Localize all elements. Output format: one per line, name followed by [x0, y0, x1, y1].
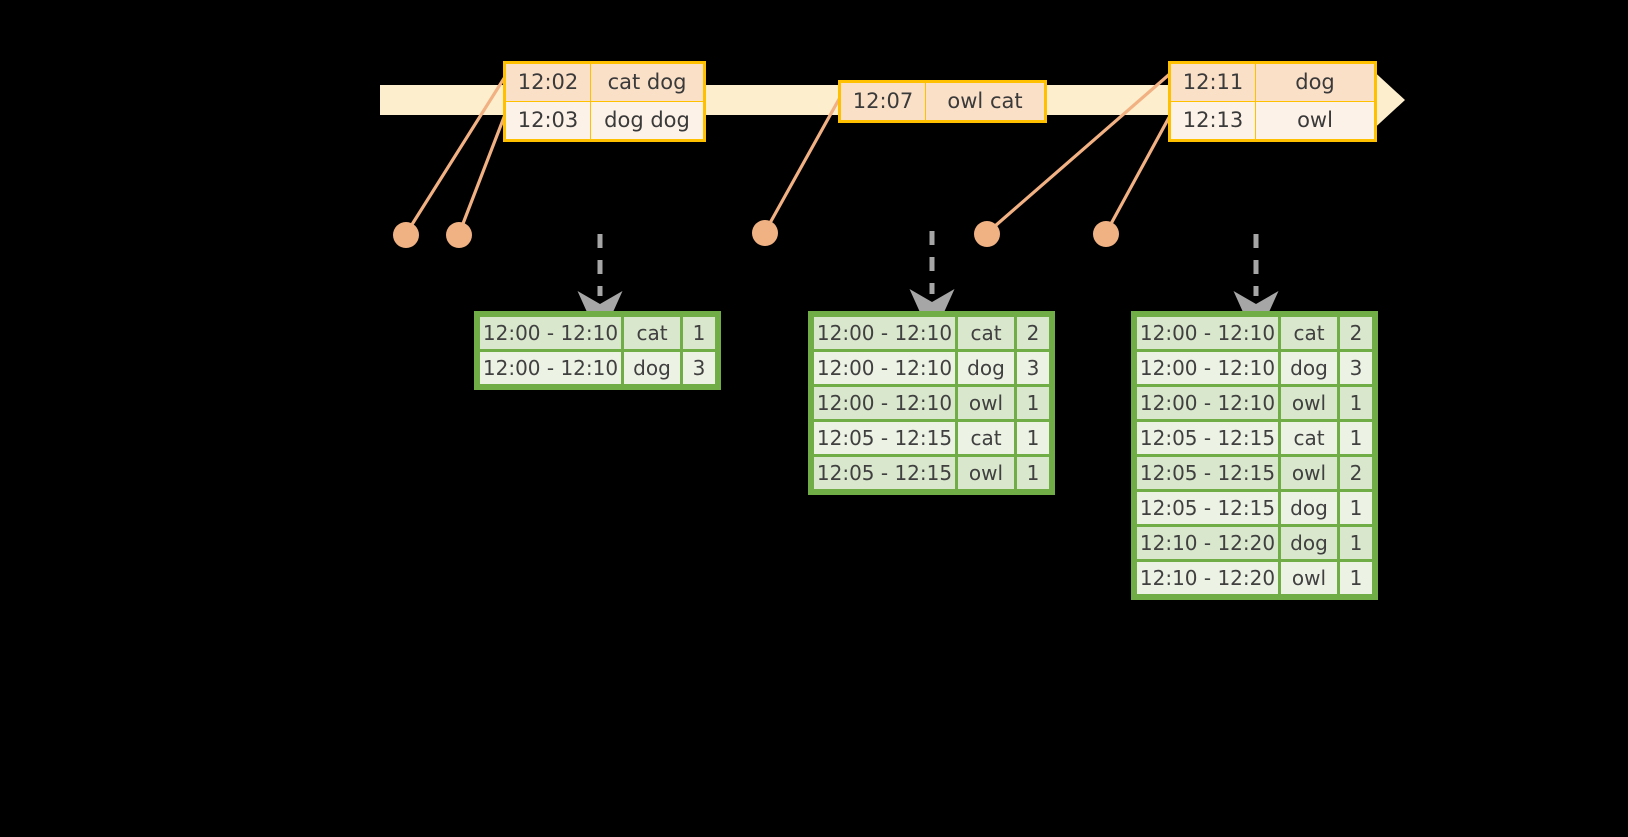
word-cell: dog: [1281, 492, 1337, 524]
table-row[interactable]: 12:00 - 12:10 dog 3: [480, 352, 715, 384]
window-cell: 12:00 - 12:10: [814, 387, 955, 419]
event-dot-4: [974, 221, 1000, 247]
connector-line-1: [404, 70, 510, 236]
word-cell: dog: [958, 352, 1014, 384]
event-dot-3: [752, 220, 778, 246]
count-cell: 1: [1017, 387, 1049, 419]
window-cell: 12:05 - 12:15: [814, 422, 955, 454]
table-row[interactable]: 12:00 - 12:10 owl 1: [814, 387, 1049, 419]
count-cell: 1: [1340, 492, 1372, 524]
dashed-arrows: [577, 231, 1279, 341]
table-row[interactable]: 12:10 - 12:20 owl 1: [1137, 562, 1372, 594]
table-row[interactable]: 12:00 - 12:10 cat 2: [814, 317, 1049, 349]
event-group-3[interactable]: 12:11 dog 12:13 owl: [1168, 61, 1377, 142]
event-time: 12:11: [1169, 62, 1256, 102]
window-table-3[interactable]: 12:00 - 12:10 cat 2 12:00 - 12:10 dog 3 …: [1131, 311, 1378, 600]
window-cell: 12:05 - 12:15: [814, 457, 955, 489]
event-words: owl cat: [925, 81, 1046, 122]
table-row[interactable]: 12:05 - 12:15 owl 2: [1137, 457, 1372, 489]
word-cell: dog: [1281, 527, 1337, 559]
connector-line-3: [763, 90, 845, 234]
word-cell: owl: [958, 387, 1014, 419]
window-cell: 12:00 - 12:10: [1137, 317, 1278, 349]
event-dots: [393, 220, 1119, 248]
window-cell: 12:00 - 12:10: [480, 352, 621, 384]
word-cell: dog: [624, 352, 680, 384]
word-cell: owl: [1281, 457, 1337, 489]
count-cell: 2: [1340, 457, 1372, 489]
table-row[interactable]: 12:00 - 12:10 cat 1: [480, 317, 715, 349]
window-cell: 12:05 - 12:15: [1137, 422, 1278, 454]
table-row[interactable]: 12:00 - 12:10 owl 1: [1137, 387, 1372, 419]
event-row[interactable]: 12:03 dog dog: [504, 101, 705, 141]
event-words: dog: [1255, 62, 1376, 102]
event-row[interactable]: 12:13 owl: [1169, 101, 1376, 141]
count-cell: 1: [1340, 527, 1372, 559]
table-row[interactable]: 12:05 - 12:15 cat 1: [1137, 422, 1372, 454]
connector-line-5: [1104, 110, 1174, 235]
word-cell: cat: [1281, 422, 1337, 454]
word-cell: dog: [1281, 352, 1337, 384]
table-row[interactable]: 12:00 - 12:10 dog 3: [814, 352, 1049, 384]
window-table-1[interactable]: 12:00 - 12:10 cat 1 12:00 - 12:10 dog 3: [474, 311, 721, 390]
count-cell: 1: [1340, 387, 1372, 419]
window-table-2[interactable]: 12:00 - 12:10 cat 2 12:00 - 12:10 dog 3 …: [808, 311, 1055, 495]
word-cell: owl: [1281, 562, 1337, 594]
event-time: 12:13: [1169, 101, 1256, 141]
event-row[interactable]: 12:02 cat dog: [504, 62, 705, 102]
event-time: 12:07: [839, 81, 926, 122]
table-row[interactable]: 12:00 - 12:10 dog 3: [1137, 352, 1372, 384]
word-cell: owl: [958, 457, 1014, 489]
window-cell: 12:10 - 12:20: [1137, 562, 1278, 594]
window-cell: 12:00 - 12:10: [814, 317, 955, 349]
connector-line-2: [457, 110, 508, 236]
event-time: 12:02: [504, 62, 591, 102]
window-cell: 12:00 - 12:10: [1137, 352, 1278, 384]
count-cell: 1: [1340, 562, 1372, 594]
count-cell: 2: [1340, 317, 1372, 349]
word-cell: cat: [958, 422, 1014, 454]
event-dot-1: [393, 222, 419, 248]
window-cell: 12:10 - 12:20: [1137, 527, 1278, 559]
window-cell: 12:05 - 12:15: [1137, 492, 1278, 524]
count-cell: 1: [1340, 422, 1372, 454]
event-group-1[interactable]: 12:02 cat dog 12:03 dog dog: [503, 61, 706, 142]
word-cell: cat: [624, 317, 680, 349]
count-cell: 3: [1017, 352, 1049, 384]
word-cell: owl: [1281, 387, 1337, 419]
count-cell: 3: [683, 352, 715, 384]
count-cell: 3: [1340, 352, 1372, 384]
event-words: dog dog: [590, 101, 705, 141]
window-cell: 12:00 - 12:10: [1137, 387, 1278, 419]
event-words: cat dog: [590, 62, 705, 102]
event-row[interactable]: 12:07 owl cat: [839, 81, 1046, 122]
window-cell: 12:05 - 12:15: [1137, 457, 1278, 489]
event-dot-5: [1093, 221, 1119, 247]
table-row[interactable]: 12:05 - 12:15 cat 1: [814, 422, 1049, 454]
table-row[interactable]: 12:00 - 12:10 cat 2: [1137, 317, 1372, 349]
event-time: 12:03: [504, 101, 591, 141]
word-cell: cat: [1281, 317, 1337, 349]
table-row[interactable]: 12:05 - 12:15 dog 1: [1137, 492, 1372, 524]
event-row[interactable]: 12:11 dog: [1169, 62, 1376, 102]
event-group-2[interactable]: 12:07 owl cat: [838, 80, 1047, 123]
window-cell: 12:00 - 12:10: [814, 352, 955, 384]
word-cell: cat: [958, 317, 1014, 349]
count-cell: 1: [683, 317, 715, 349]
event-words: owl: [1255, 101, 1376, 141]
count-cell: 1: [1017, 422, 1049, 454]
window-cell: 12:00 - 12:10: [480, 317, 621, 349]
count-cell: 1: [1017, 457, 1049, 489]
count-cell: 2: [1017, 317, 1049, 349]
table-row[interactable]: 12:05 - 12:15 owl 1: [814, 457, 1049, 489]
table-row[interactable]: 12:10 - 12:20 dog 1: [1137, 527, 1372, 559]
event-dot-2: [446, 222, 472, 248]
